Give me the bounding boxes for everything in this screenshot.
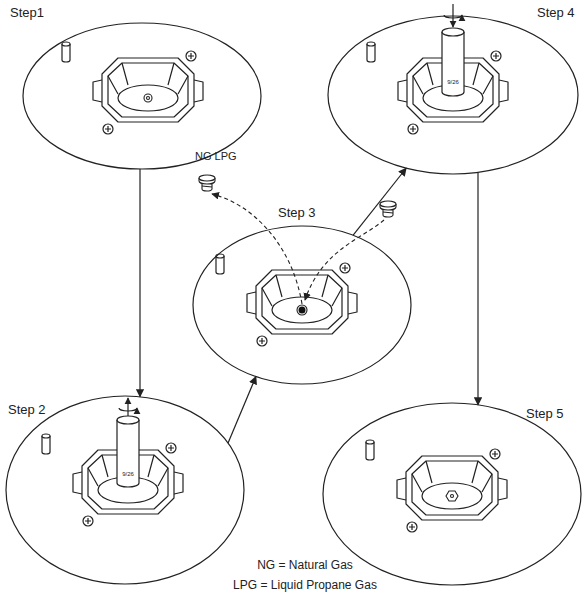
burner-housing: [366, 440, 507, 532]
dashed-move-arrow: [212, 194, 384, 304]
legend-note: NG = Natural Gas: [257, 559, 353, 573]
step-heading: Step 5: [526, 406, 564, 422]
burner-housing: [216, 254, 357, 346]
step-arrow: [353, 168, 406, 235]
orifice-label: NG LPG: [195, 150, 237, 163]
lpg-orifice: [380, 201, 396, 217]
step-ellipse: [22, 22, 262, 170]
step-ellipse-outline: [323, 403, 581, 585]
step-panel: Step 2: [5, 395, 245, 585]
step-ellipse-outline: [23, 23, 261, 169]
step-arrow: [139, 169, 140, 397]
step-heading: Step 2: [8, 402, 46, 418]
step-ellipse-outline: [6, 396, 244, 584]
socket-wrench: [117, 398, 139, 487]
step-panel: Step1: [22, 22, 262, 170]
step-panel: Step 3: [192, 225, 412, 385]
installed-orifice: [446, 491, 458, 501]
step-arrow: [477, 172, 478, 404]
step-panel: Step 4: [327, 15, 579, 175]
socket-wrench: [442, 4, 464, 96]
ng-orifice: [199, 175, 215, 191]
orifice-hole: [297, 305, 307, 315]
step-ellipse-outline: [193, 226, 411, 384]
step-heading: Step1: [10, 5, 44, 21]
burner-housing: [62, 42, 203, 134]
wrench-size: 9/26: [122, 471, 134, 478]
step-ellipse: [322, 402, 582, 586]
wrench-size: 9/26: [447, 79, 459, 86]
step-ellipse: [5, 395, 245, 585]
step-ellipse: [327, 15, 579, 175]
orifice-hole: [144, 94, 152, 102]
burner-housing: [367, 42, 508, 134]
burner-housing: [42, 434, 183, 526]
step-arrow: [228, 377, 256, 443]
step-ellipse-outline: [328, 16, 578, 174]
step-panel: Step 5: [322, 402, 582, 586]
step-heading: Step 4: [537, 5, 575, 21]
step-ellipse: [192, 225, 412, 385]
legend-note: LPG = Liquid Propane Gas: [233, 579, 377, 593]
step-heading: Step 3: [278, 205, 316, 221]
